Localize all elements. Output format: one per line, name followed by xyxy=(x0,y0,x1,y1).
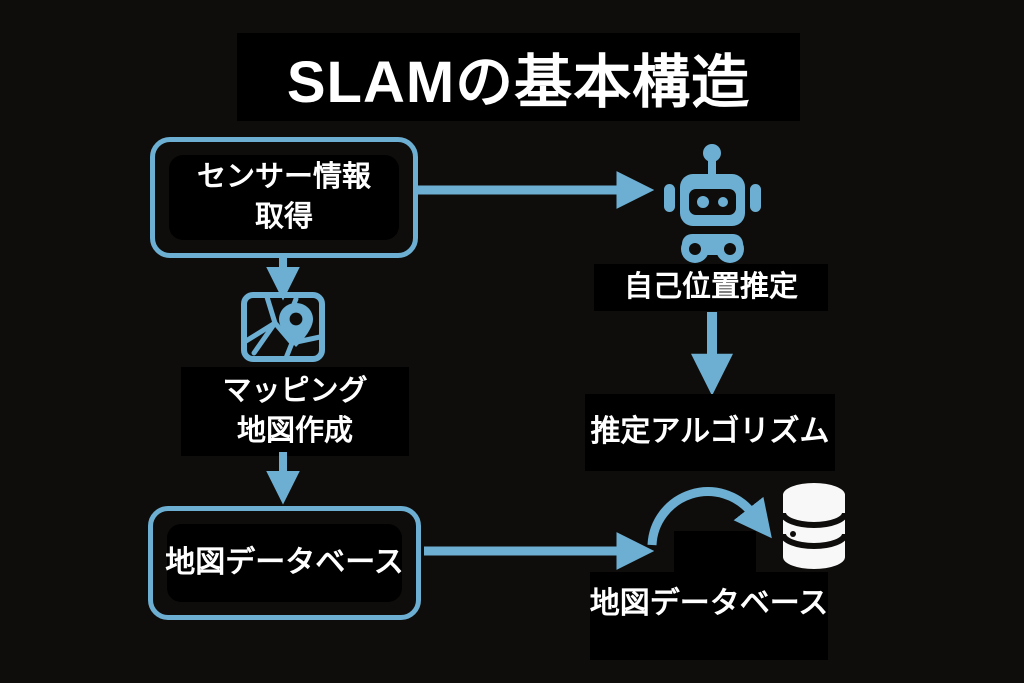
algorithm-label-strip: 推定アルゴリズム xyxy=(585,394,835,471)
arrow-curved-icon xyxy=(647,487,772,546)
map-icon xyxy=(241,292,325,362)
database-icon xyxy=(780,483,848,569)
arrow-right-icon xyxy=(418,171,655,209)
mapping-label-line1: マッピング xyxy=(222,375,368,408)
title-strip: SLAMの基本構造 xyxy=(237,33,800,121)
algorithm-label: 推定アルゴリズム xyxy=(590,415,830,449)
localization-label: 自己位置推定 xyxy=(623,270,798,303)
sensor-input-box: センサー情報 取得 xyxy=(150,137,418,258)
page-title: SLAMの基本構造 xyxy=(286,50,751,115)
arrow-down-icon xyxy=(691,312,733,396)
mapping-label-line2: 地図作成 xyxy=(236,414,353,447)
sensor-input-box-panel: センサー情報 取得 xyxy=(169,155,399,240)
sensor-input-label-line2: 取得 xyxy=(254,200,313,233)
map-database-label: 地図データベース xyxy=(589,587,829,620)
sensor-input-label-line1: センサー情報 xyxy=(196,161,371,194)
map-database-box: 地図データベース xyxy=(148,506,421,620)
robot-icon xyxy=(664,144,761,263)
background-patch xyxy=(674,531,756,575)
map-database-box-panel: 地図データベース xyxy=(165,524,404,602)
mapping-label-strip: マッピング 地図作成 xyxy=(181,367,409,456)
map-database-box-label: 地図データベース xyxy=(165,545,404,579)
arrow-right-icon xyxy=(424,532,655,570)
arrow-down-icon xyxy=(266,452,300,505)
map-database-label-strip: 地図データベース xyxy=(590,572,828,660)
localization-label-strip: 自己位置推定 xyxy=(594,264,828,311)
arrow-down-icon xyxy=(266,256,300,301)
